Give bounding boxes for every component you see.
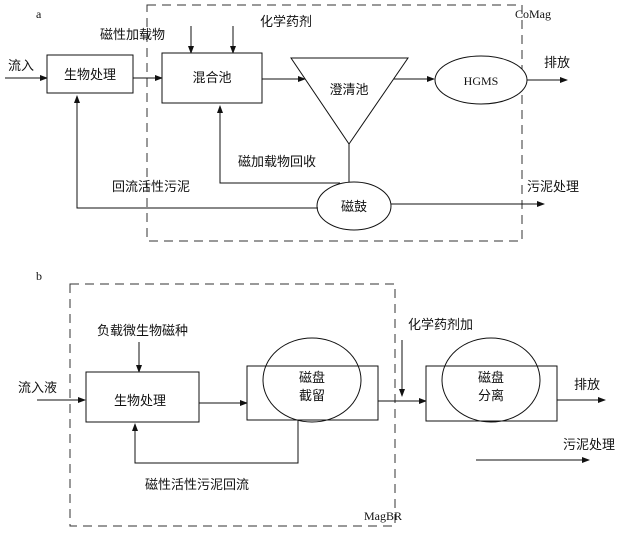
magbr-boundary xyxy=(69,283,396,527)
magnetic-drum-ellipse xyxy=(316,181,392,231)
return-sludge-arrow xyxy=(74,95,318,209)
magnetic-drum-label: 磁鼓 xyxy=(341,200,367,215)
disc-separation-label-2: 分离 xyxy=(478,388,504,404)
chemicals-label-b: 化学药剂加 xyxy=(408,317,473,333)
disc-separation-box xyxy=(425,365,558,422)
panel-a: a CoMag 流入 生物处理 磁性加载物 化学药剂 混合池 澄清池 HGMS … xyxy=(5,4,579,242)
disc-retention-label-1: 磁盘 xyxy=(299,370,325,386)
sludge-return-label: 磁性活性污泥回流 xyxy=(145,478,249,493)
bio-treatment-label-b: 生物处理 xyxy=(114,394,166,409)
panel-a-label: a xyxy=(36,7,42,21)
microbe-seed-label: 负载微生物磁种 xyxy=(97,324,188,339)
inflow-liquid-label: 流入液 xyxy=(18,381,57,396)
bio-treatment-box xyxy=(46,54,134,94)
disc-retention-label-2: 截留 xyxy=(299,389,325,404)
hgms-label: HGMS xyxy=(464,74,499,88)
magnetic-loading-label: 磁性加载物 xyxy=(100,28,165,43)
discharge-label-b: 排放 xyxy=(574,378,600,393)
return-sludge-label: 回流活性污泥 xyxy=(112,180,190,195)
magnetic-recovery-arrow xyxy=(217,105,340,184)
comag-label: CoMag xyxy=(515,7,551,21)
sludge-return-arrow xyxy=(132,420,299,464)
sludge-treatment-label: 污泥处理 xyxy=(527,180,579,195)
comag-boundary xyxy=(146,4,523,242)
inflow-label: 流入 xyxy=(8,59,34,74)
disc-retention-circle xyxy=(262,337,362,423)
mixing-tank-box xyxy=(161,52,263,104)
magbr-label: MagBR xyxy=(364,509,402,523)
discharge-label: 排放 xyxy=(544,56,570,71)
panel-b: b MagBR 流入液 负载微生物磁种 生物处理 磁盘 截留 磁性活性污泥回流 … xyxy=(18,269,615,527)
magnetic-recovery-label: 磁加载物回收 xyxy=(238,155,316,170)
panel-b-label: b xyxy=(36,269,42,283)
sludge-treatment-label-b: 污泥处理 xyxy=(563,438,615,453)
chemicals-label: 化学药剂 xyxy=(260,14,312,30)
bio-treatment-label: 生物处理 xyxy=(64,68,116,83)
disc-separation-label-1: 磁盘 xyxy=(478,370,504,386)
clarifier-label: 澄清池 xyxy=(329,83,368,98)
mixing-tank-label: 混合池 xyxy=(192,71,231,86)
disc-retention-box xyxy=(246,365,379,421)
clarifier-triangle xyxy=(290,57,409,145)
disc-separation-circle xyxy=(441,337,541,423)
bio-treatment-box-b xyxy=(85,371,200,423)
